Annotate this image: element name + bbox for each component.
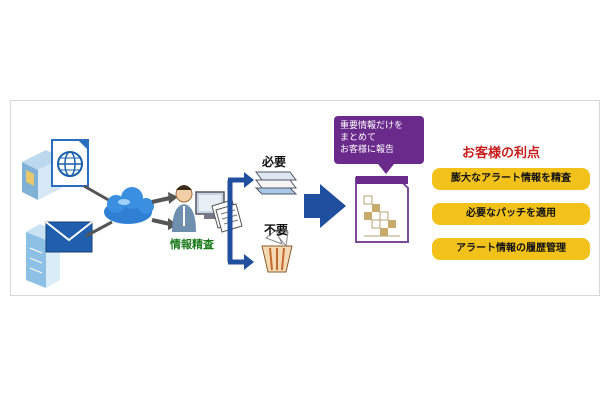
benefit-item: 必要なパッチを適用 [432, 203, 590, 225]
callout-line: お客様に報告 [340, 145, 395, 155]
cloud-icon [104, 187, 154, 224]
trash-bin-icon [261, 229, 293, 273]
flow-arrow [151, 192, 178, 230]
connector-line [83, 184, 113, 204]
callout-line: まとめて [340, 133, 377, 143]
callout-tail [378, 164, 394, 174]
info-refine-label: 情報精査 [170, 238, 214, 251]
stack-icon [254, 171, 298, 195]
report-document-icon [355, 176, 409, 243]
connector-line [85, 220, 113, 238]
not-needed-label: 不要 [264, 223, 289, 237]
globe-document-icon [51, 139, 89, 187]
report-callout: 重要情報だけを まとめて お客様に報告 [334, 116, 424, 164]
envelope-icon [45, 221, 93, 253]
benefit-item: アラート情報の履歴管理 [432, 238, 590, 260]
benefit-item: 膨大なアラート情報を精査 [432, 168, 590, 190]
branch-bracket [227, 172, 254, 270]
big-arrow [304, 184, 346, 228]
callout-line: 重要情報だけを [340, 121, 404, 131]
papers-icon [211, 199, 243, 233]
needed-label: 必要 [262, 155, 287, 169]
operator-icon [172, 185, 196, 232]
benefits-title: お客様の利点 [462, 146, 541, 161]
